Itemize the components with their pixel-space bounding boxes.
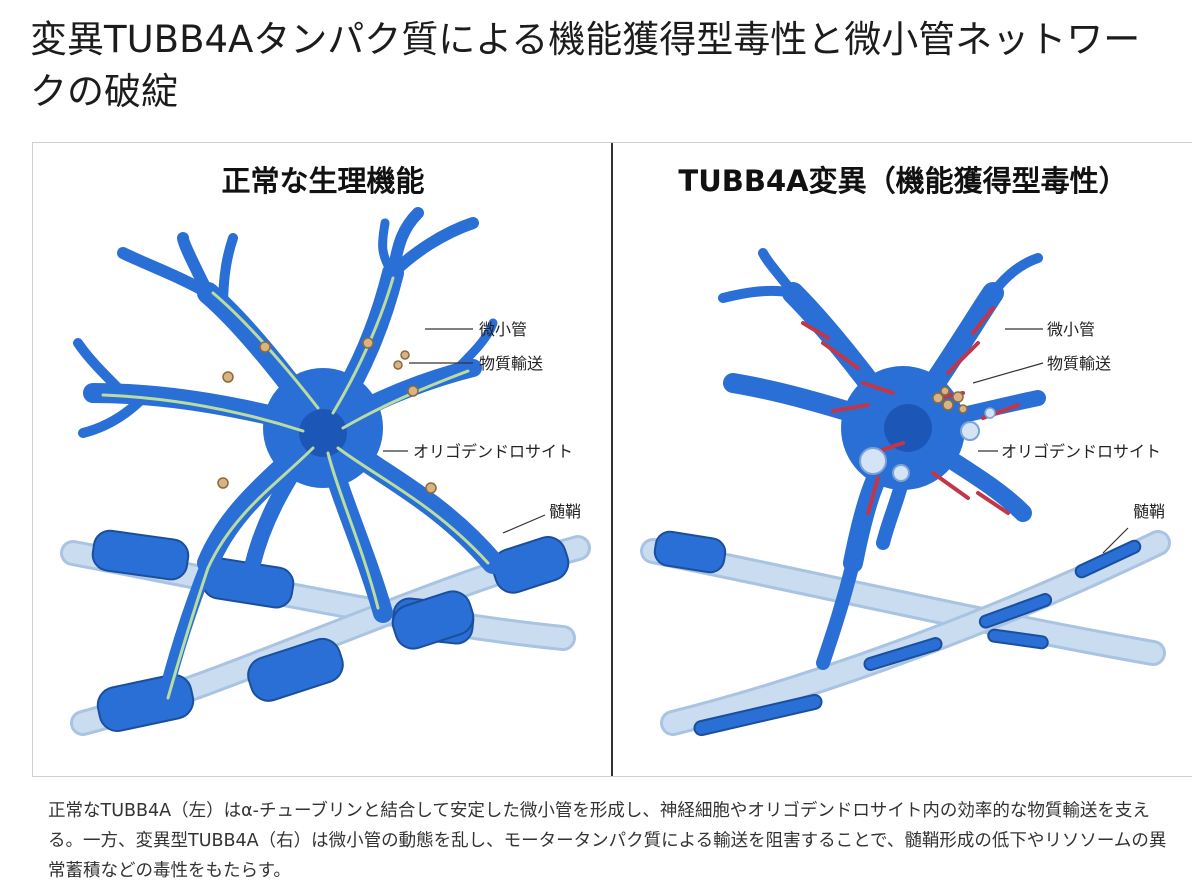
- panel-mutant: TUBB4A変異（機能獲得型毒性）: [640, 164, 1171, 737]
- label-transport-normal: 物質輸送: [479, 354, 543, 373]
- nucleus-normal: [299, 409, 347, 457]
- panel-normal: 正常な生理機能: [60, 164, 591, 736]
- label-transport-mutant: 物質輸送: [1047, 354, 1111, 373]
- panel-heading-normal: 正常な生理機能: [221, 164, 424, 198]
- axon-group-normal: [60, 529, 591, 736]
- label-myelin-mutant: 髄鞘: [1133, 502, 1165, 521]
- labels-normal: 微小管 物質輸送 オリゴデンドロサイト 髄鞘: [383, 320, 581, 534]
- figure-caption: 正常なTUBB4A（左）はα-チューブリンと結合して安定した微小管を形成し、神経…: [48, 801, 1167, 881]
- panel-heading-mutant: TUBB4A変異（機能獲得型毒性）: [678, 164, 1127, 198]
- page-title: 変異TUBB4Aタンパク質による機能獲得型毒性と微小管ネットワークの破綻: [30, 18, 1141, 113]
- label-microtubule-normal: 微小管: [479, 320, 527, 339]
- labels-mutant: 微小管 物質輸送 オリゴデンドロサイト 髄鞘: [972, 320, 1165, 554]
- nucleus-mutant: [884, 404, 932, 452]
- diagram-figure: 正常な生理機能: [32, 142, 1192, 777]
- diagram-svg: 正常な生理機能: [60, 143, 1171, 776]
- cargo-mutant: [859, 386, 996, 482]
- axon-group-mutant: [640, 530, 1171, 737]
- cargo-normal: [217, 337, 437, 494]
- label-microtubule-mutant: 微小管: [1047, 320, 1095, 339]
- microtubules-mutant: [801, 306, 1020, 515]
- label-oligodendrocyte-mutant: オリゴデンドロサイト: [1001, 442, 1161, 461]
- label-myelin-normal: 髄鞘: [549, 502, 581, 521]
- label-oligodendrocyte-normal: オリゴデンドロサイト: [413, 442, 573, 461]
